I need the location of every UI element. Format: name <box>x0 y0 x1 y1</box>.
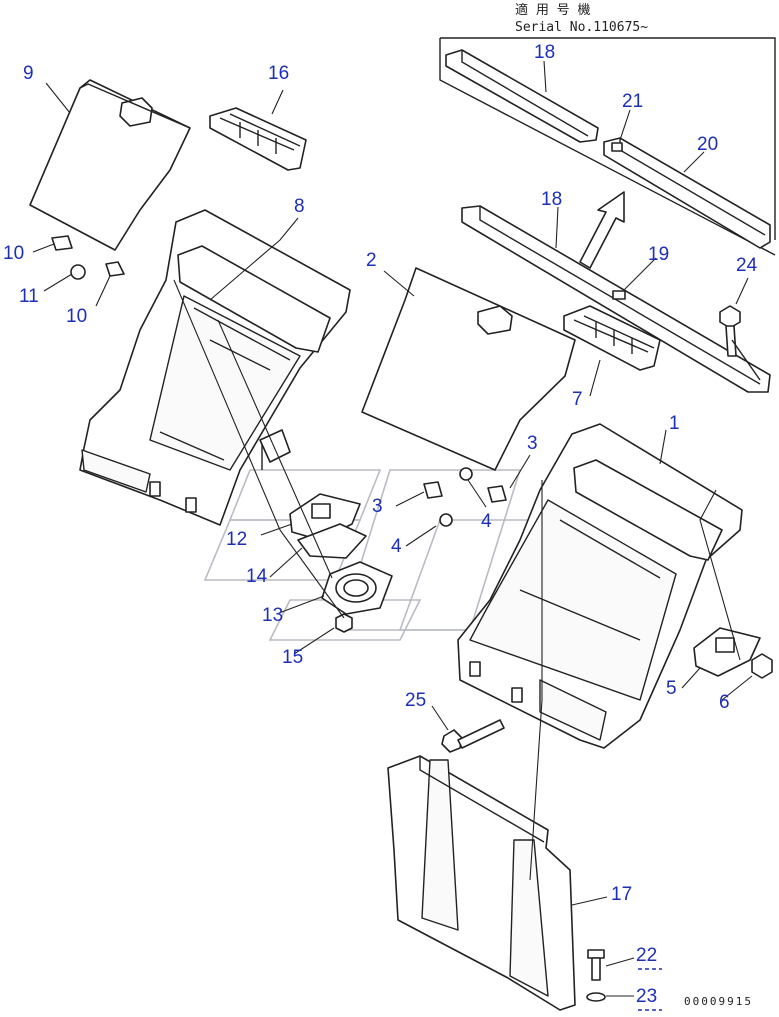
callout-4-left: 4 <box>391 536 402 557</box>
part-11-nut <box>70 264 86 280</box>
part-13-speaker-ring <box>321 561 393 615</box>
callout-6: 6 <box>719 692 730 713</box>
upgrade-arrow <box>579 191 625 269</box>
part-1-right-console <box>457 423 743 749</box>
part-19-grille <box>563 305 661 371</box>
callout-14: 14 <box>246 566 268 587</box>
part-20-rail <box>603 137 771 249</box>
callout-18: 18 <box>541 189 562 210</box>
callout-8: 8 <box>294 196 305 217</box>
part-4-nuts <box>439 467 473 527</box>
callout-4-right: 4 <box>481 511 492 532</box>
part-9-lid <box>29 79 191 251</box>
part-23-washer <box>586 992 606 1002</box>
callout-10-top: 10 <box>3 243 24 264</box>
callout-16: 16 <box>268 63 289 84</box>
callout-11: 11 <box>19 286 39 307</box>
callout-2: 2 <box>366 250 377 271</box>
part-24-bolt <box>719 305 761 381</box>
part-22-bolt <box>587 949 605 981</box>
part-2-lid <box>361 267 576 471</box>
callout-25: 25 <box>405 690 426 711</box>
callout-3-left: 3 <box>372 496 383 517</box>
callout-24: 24 <box>736 255 758 276</box>
callout-15: 15 <box>282 647 303 668</box>
part-5-speaker <box>693 627 761 677</box>
applicable-model-label: 適 用 号 機 <box>515 2 590 18</box>
part-14-duct <box>259 429 291 463</box>
part-17-plate <box>387 755 576 1011</box>
callout-22: 22 <box>636 945 657 966</box>
callout-23: 23 <box>636 986 657 1007</box>
callout-7: 7 <box>572 389 583 410</box>
callout-21: 21 <box>622 91 643 112</box>
serial-number-label: Serial No.110675~ <box>515 20 648 35</box>
callout-9: 9 <box>23 63 34 84</box>
serial-inset-box <box>439 37 776 256</box>
part-10-clips <box>51 235 125 277</box>
part-8-left-console <box>79 209 351 526</box>
callout-17: 17 <box>611 884 632 905</box>
callout-labels: 9 16 8 10 11 10 18 21 20 18 19 24 2 7 1 … <box>3 42 758 1007</box>
callout-5: 5 <box>666 678 677 699</box>
callout-19: 19 <box>648 244 669 265</box>
part-18-bracket <box>461 205 771 393</box>
part-15-nut <box>335 613 353 633</box>
part-18-inset-bracket <box>445 49 599 143</box>
callout-1: 1 <box>669 413 680 434</box>
callout-13: 13 <box>262 605 283 626</box>
part-25-bolt <box>441 719 505 753</box>
leader-lines <box>32 60 753 997</box>
part-3-clips <box>423 481 507 503</box>
part-14-gasket <box>297 523 367 559</box>
callout-18-inset: 18 <box>534 42 555 63</box>
part-16-grille <box>209 107 307 171</box>
drawing-number: 00009915 <box>684 995 753 1008</box>
part-6-nut <box>751 653 773 679</box>
callout-3-right: 3 <box>527 433 538 454</box>
callout-12: 12 <box>226 529 247 550</box>
callout-20: 20 <box>697 134 718 155</box>
callout-10-bottom: 10 <box>66 306 87 327</box>
